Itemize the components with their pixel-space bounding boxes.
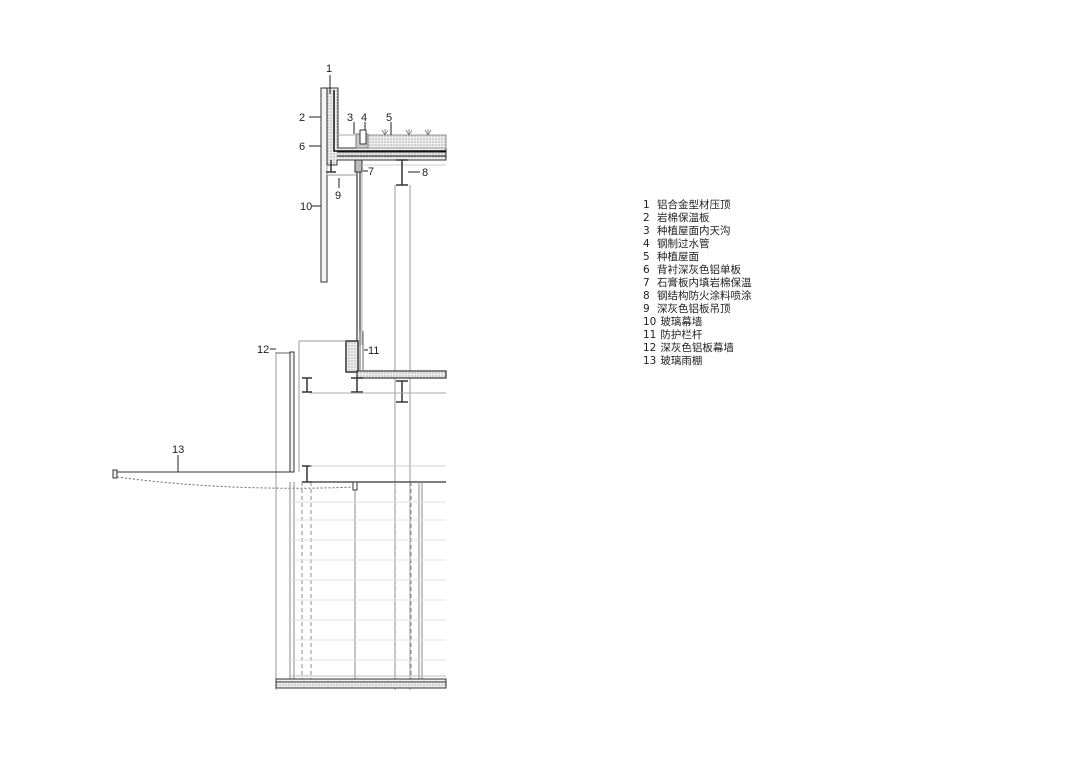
legend-label: 钢结构防火涂料喷涂	[657, 290, 752, 302]
legend-label: 种植屋面	[657, 251, 699, 263]
callout-7: 7	[368, 166, 374, 178]
lower-glass-curtain-wall	[289, 482, 446, 682]
steel-beam	[396, 159, 408, 186]
legend-num: 9	[643, 303, 650, 315]
planted-roof	[337, 129, 447, 157]
legend-label: 种植屋面内天沟	[657, 225, 731, 237]
legend-item: 8 钢结构防火涂料喷涂	[643, 290, 752, 303]
legend-num: 10	[643, 316, 657, 328]
glass-canopy	[112, 469, 446, 491]
callout-5: 5	[386, 112, 392, 124]
legend-num: 13	[643, 355, 657, 367]
legend-num: 7	[643, 277, 650, 289]
callout-13: 13	[172, 444, 184, 456]
legend-num: 2	[643, 212, 650, 224]
legend-item: 9 深灰色铝板吊顶	[643, 303, 752, 316]
legend-num: 5	[643, 251, 650, 263]
rock-wool-insulation	[326, 87, 447, 166]
callout-6: 6	[299, 141, 305, 153]
aluminum-panel-wall	[289, 351, 295, 473]
legend-label: 深灰色铝板吊顶	[657, 303, 731, 315]
legend-label: 防护栏杆	[660, 329, 703, 341]
callout-10: 10	[300, 201, 312, 213]
legend-label: 岩棉保温板	[657, 212, 710, 224]
legend-item: 2 岩棉保温板	[643, 212, 752, 225]
legend-num: 11	[643, 329, 657, 341]
legend-num: 4	[643, 238, 650, 250]
legend-label: 背衬深灰色铝单板	[657, 264, 741, 276]
legend-label: 深灰色铝板幕墙	[660, 342, 734, 354]
legend-label: 钢制过水管	[657, 238, 710, 250]
legend-item: 4 钢制过水管	[643, 238, 752, 251]
legend-num: 3	[643, 225, 650, 237]
balcony-slab	[345, 331, 447, 403]
callout-9: 9	[335, 190, 341, 202]
ceiling-hanger	[326, 160, 336, 173]
legend-label: 玻璃幕墙	[660, 316, 703, 328]
guard-railing	[359, 331, 364, 370]
legend-label: 铝合金型材压顶	[657, 199, 731, 211]
parapet-glass-curtain-wall	[320, 87, 328, 283]
ground-slab	[275, 678, 447, 689]
legend-item: 5 种植屋面	[643, 251, 752, 264]
legend-label: 玻璃雨棚	[660, 355, 703, 367]
legend-num: 12	[643, 342, 657, 354]
legend-num: 1	[643, 199, 650, 211]
callout-1: 1	[326, 63, 332, 75]
legend-item: 6 背衬深灰色铝单板	[643, 264, 752, 277]
legend-label: 石膏板内填岩棉保温	[657, 277, 752, 289]
gypsum-board	[354, 159, 363, 173]
callout-labels: 1 2 3 4 5 6 7 8 9 10 11 12 13	[172, 63, 428, 456]
callout-11: 11	[368, 345, 379, 357]
callout-3: 3	[347, 112, 353, 124]
legend-item: 7 石膏板内填岩棉保温	[643, 277, 752, 290]
legend-num: 6	[643, 264, 650, 276]
legend-item: 1 铝合金型材压顶	[643, 199, 752, 212]
legend-num: 8	[643, 290, 650, 302]
callout-4: 4	[361, 112, 367, 124]
callout-8: 8	[422, 167, 428, 179]
callout-12: 12	[257, 344, 269, 356]
leader-lines	[177, 75, 420, 472]
callout-2: 2	[299, 112, 305, 124]
legend-item: 3 种植屋面内天沟	[643, 225, 752, 238]
